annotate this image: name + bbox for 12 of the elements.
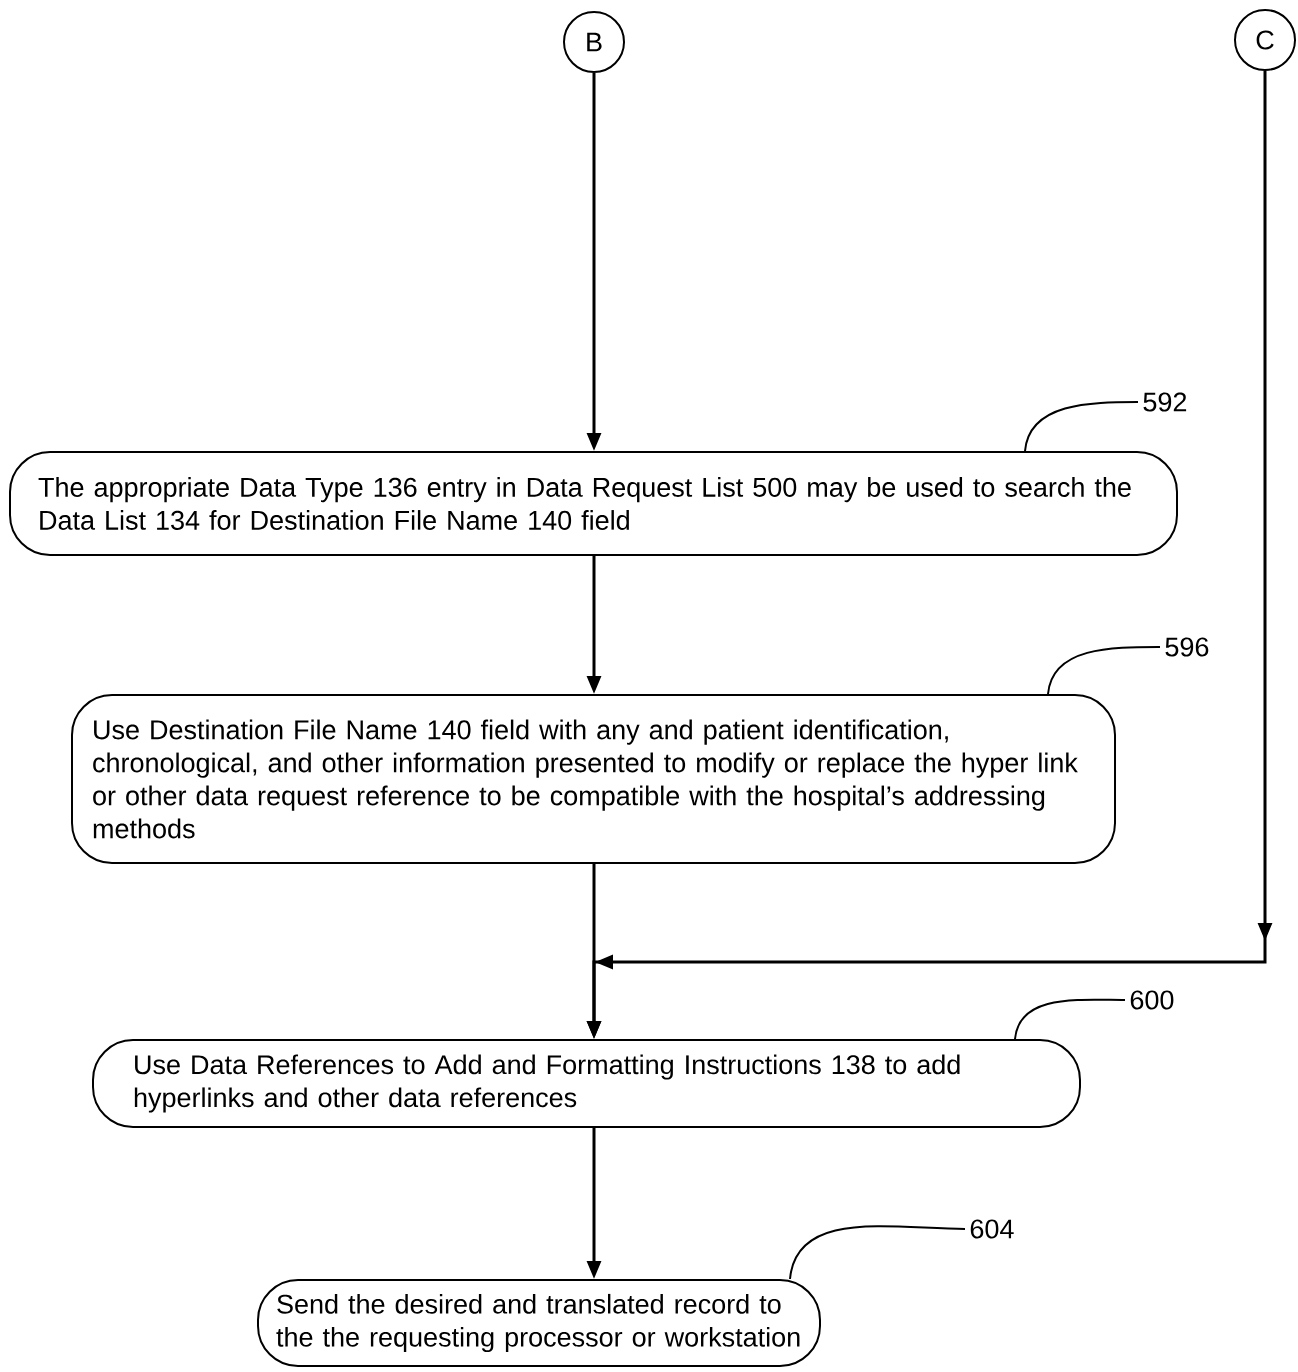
process-box: Send the desired and translated record to the the requesting processor or workstation	[257, 1279, 821, 1367]
reference-number: 604	[970, 1219, 1014, 1239]
reference-number: 600	[1130, 990, 1174, 1010]
leader-line	[789, 1225, 966, 1280]
reference-number: 592	[1143, 392, 1187, 412]
leader-line	[1024, 401, 1139, 452]
leader-line	[1014, 998, 1126, 1040]
process-box: The appropriate Data Type 136 entry in Data Request List 500 may be used to search the Data List 134 for Destination File Name 140 field	[9, 451, 1178, 556]
process-box: Use Data References to Add and Formatting Instructions 138 to add hyperlinks and other data references	[92, 1039, 1081, 1128]
reference-number: 596	[1165, 637, 1209, 657]
leader-line	[1047, 646, 1161, 695]
process-box: Use Destination File Name 140 field with any and patient identification, chronological, and other information presented to modify or replace the hyper link or other data request reference to be compatible with the hospital’s addressing methods	[71, 694, 1116, 864]
